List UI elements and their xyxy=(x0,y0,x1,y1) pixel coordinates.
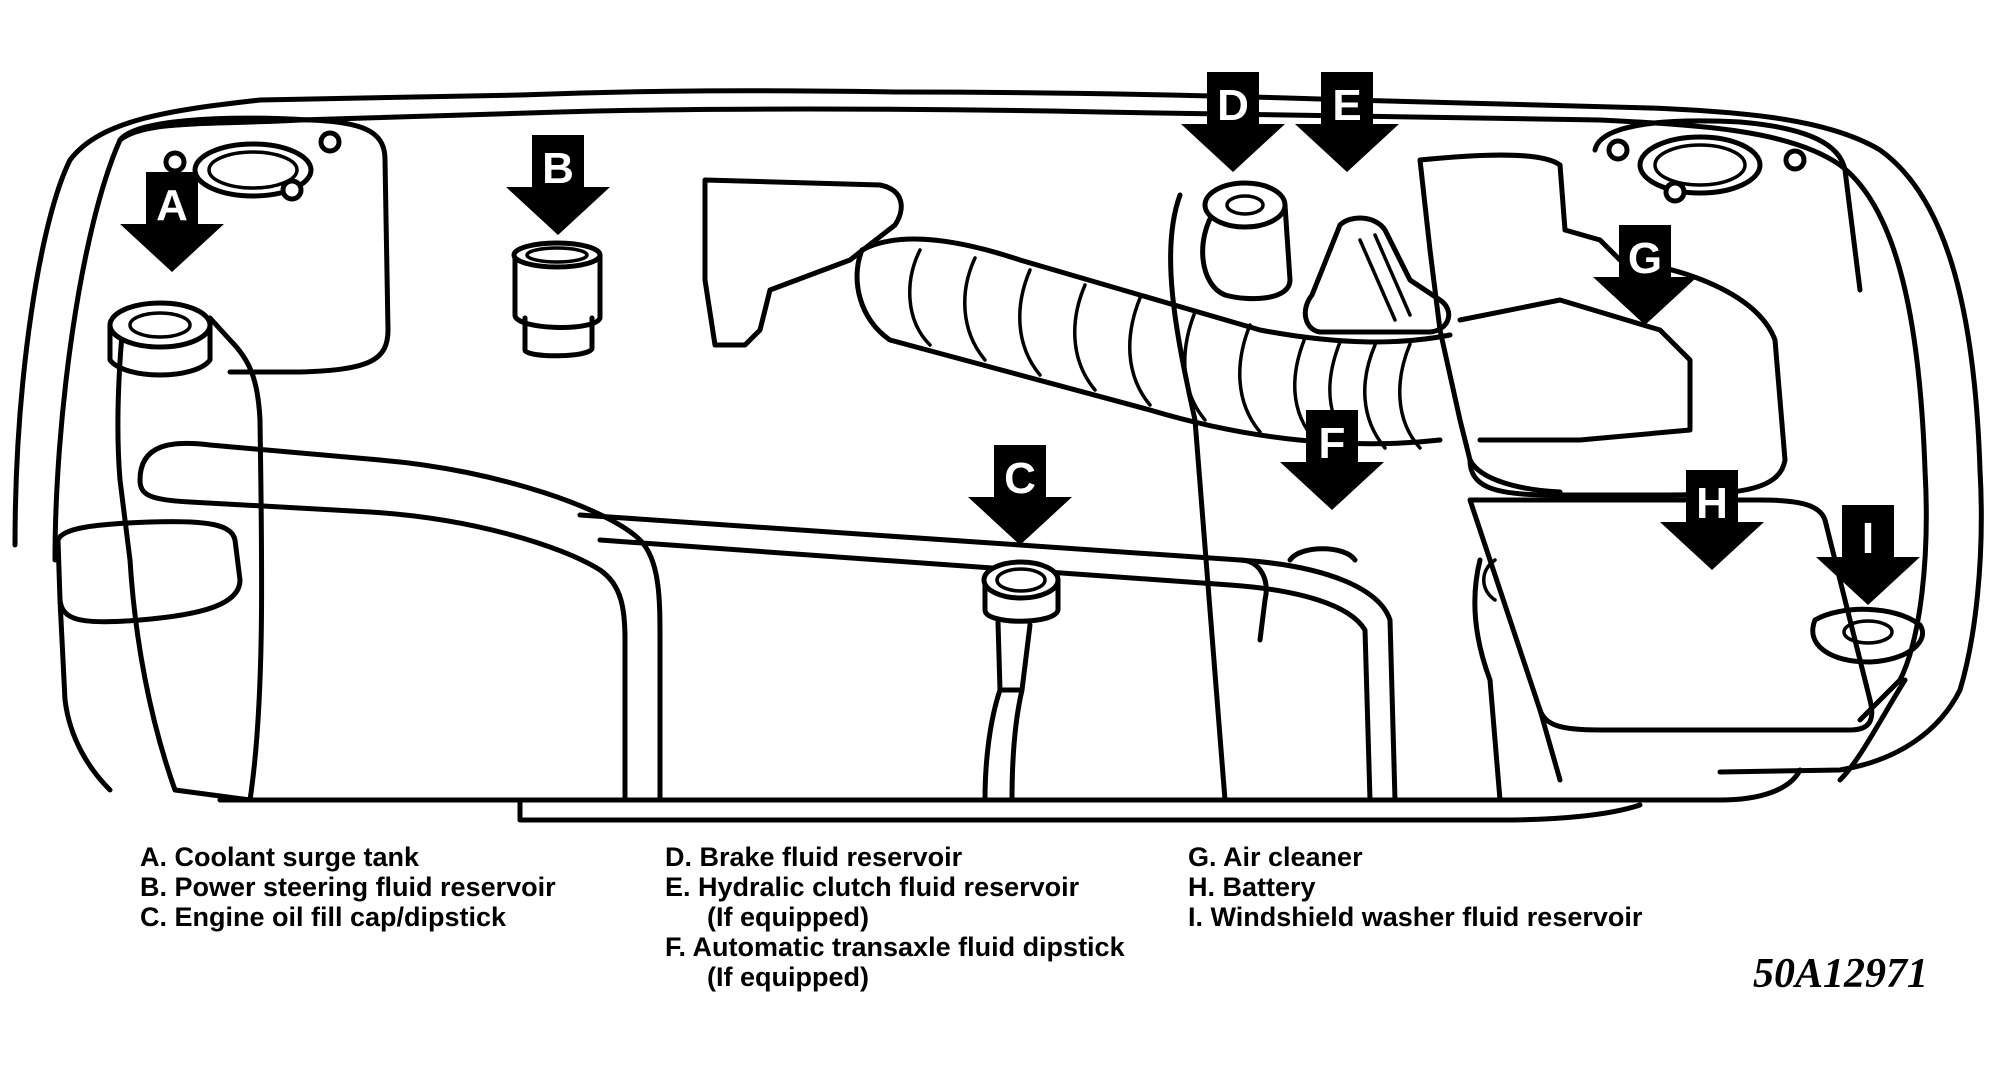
legend-item: B. Power steering fluid reservoir xyxy=(140,872,556,902)
callout-i-arrow: I xyxy=(1816,505,1920,605)
callout-letter: I xyxy=(1862,514,1874,563)
transaxle-dipstick xyxy=(1287,546,1358,563)
left-duct xyxy=(55,519,243,625)
brake-fluid-reservoir xyxy=(1200,202,1293,302)
callout-letter: F xyxy=(1319,419,1346,468)
callout-b-arrow: B xyxy=(506,135,610,235)
callout-letter: C xyxy=(1004,454,1036,503)
air-intake-duct xyxy=(859,236,1453,345)
callout-a-arrow: A xyxy=(120,172,224,272)
callout-c-arrow: C xyxy=(968,445,1072,545)
legend-column-1: A. Coolant surge tank B. Power steering … xyxy=(140,842,556,932)
legend-item: A. Coolant surge tank xyxy=(140,842,420,872)
bottom-edge xyxy=(217,767,1803,803)
battery xyxy=(1467,497,1875,733)
oil-fill-cap xyxy=(982,577,1061,624)
callout-letter: E xyxy=(1332,81,1361,130)
compartment-inner-outline xyxy=(52,106,1929,723)
air-cleaner xyxy=(1417,152,1788,498)
figure-code: 50A12971 xyxy=(1753,951,1929,997)
callout-e-arrow: E xyxy=(1295,72,1399,172)
legend-column-3: G. Air cleaner H. Battery I. Windshield … xyxy=(1188,842,1642,932)
legend-item-note: (If equipped) xyxy=(707,962,869,992)
radiator-hose xyxy=(137,440,663,803)
washer-reservoir xyxy=(1810,606,1925,665)
coolant-surge-tank xyxy=(115,307,265,803)
intake-bracket xyxy=(702,177,904,348)
callout-letter: H xyxy=(1696,479,1728,528)
legend-item-note: (If equipped) xyxy=(707,902,869,932)
legend-item: D. Brake fluid reservoir xyxy=(665,842,963,872)
legend-item: G. Air cleaner xyxy=(1188,842,1363,872)
callout-d-arrow: D xyxy=(1181,72,1285,172)
callout-letter: B xyxy=(542,144,574,193)
left-strut-tower xyxy=(117,115,391,375)
callout-letter: G xyxy=(1628,234,1662,283)
power-steering-reservoir xyxy=(512,252,603,330)
clutch-reservoir xyxy=(1302,215,1452,335)
legend-item: F. Automatic transaxle fluid dipstick xyxy=(665,932,1125,962)
legend-item: H. Battery xyxy=(1188,872,1316,902)
callout-letter: D xyxy=(1217,81,1249,130)
legend-item: I. Windshield washer fluid reservoir xyxy=(1188,902,1643,932)
callout-letter: A xyxy=(156,181,188,230)
right-strut-tower xyxy=(1592,118,1863,293)
callout-h-arrow: H xyxy=(1660,470,1764,570)
callout-f-arrow: F xyxy=(1280,410,1384,510)
legend-item: E. Hydralic clutch fluid reservoir xyxy=(665,872,1080,902)
legend-column-2: D. Brake fluid reservoir E. Hydralic clu… xyxy=(665,842,1125,992)
front-crossmember xyxy=(577,512,1398,803)
callout-g-arrow: G xyxy=(1593,225,1697,325)
legend-item: C. Engine oil fill cap/dipstick xyxy=(140,902,507,932)
